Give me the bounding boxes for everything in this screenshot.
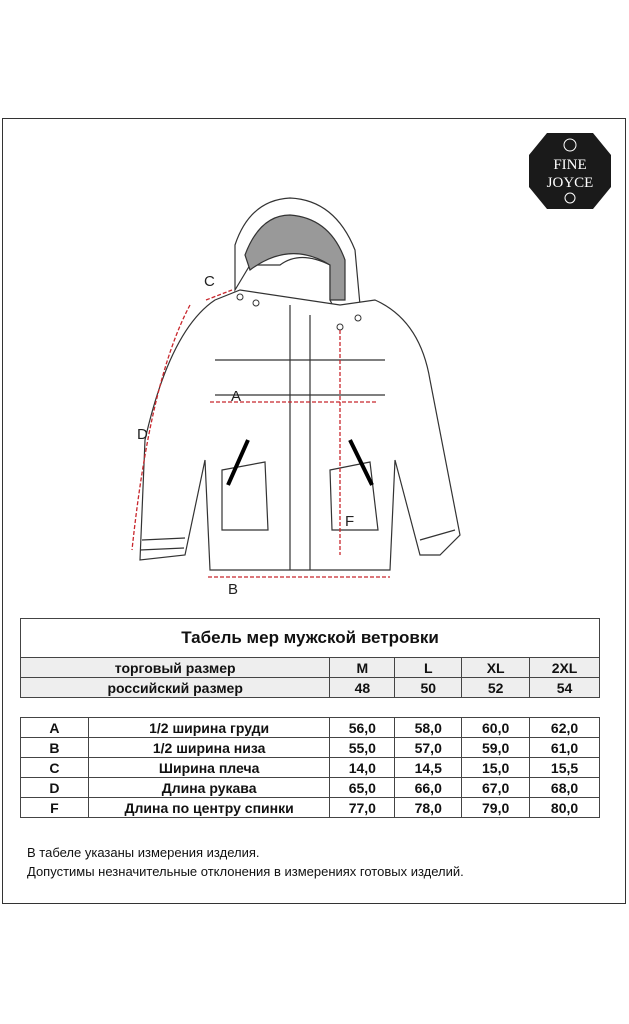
value-cell: 15,5	[529, 757, 600, 778]
value-cell: 15,0	[461, 757, 531, 778]
value-cell: 14,0	[329, 757, 396, 778]
label-b: B	[228, 581, 239, 598]
value-cell: 59,0	[461, 737, 531, 758]
svg-text:FINE: FINE	[553, 157, 586, 173]
value-cell: 66,0	[394, 777, 463, 798]
measure-name: Длина рукава	[87, 777, 331, 798]
code-cell: F	[20, 797, 89, 818]
ru-size-cell: 54	[529, 677, 600, 698]
value-cell: 68,0	[529, 777, 600, 798]
value-cell: 14,5	[394, 757, 463, 778]
svg-text:JOYCE: JOYCE	[547, 175, 594, 191]
ru-size-cell: 48	[329, 677, 396, 698]
label-f: F	[345, 513, 355, 530]
measure-name: Длина по центру спинки	[87, 797, 331, 818]
value-cell: 77,0	[329, 797, 396, 818]
code-cell: A	[20, 717, 89, 738]
ru-size-cell: 52	[461, 677, 531, 698]
value-cell: 79,0	[461, 797, 531, 818]
value-cell: 61,0	[529, 737, 600, 758]
label-a: A	[231, 388, 242, 405]
spacer-row	[20, 697, 600, 718]
value-cell: 60,0	[461, 717, 531, 738]
fine-joyce-logo: FINE JOYCE	[529, 133, 611, 209]
value-cell: 57,0	[394, 737, 463, 758]
value-cell: 80,0	[529, 797, 600, 818]
value-cell: 67,0	[461, 777, 531, 798]
value-cell: 56,0	[329, 717, 396, 738]
trade-size-label: торговый размер	[19, 657, 331, 678]
measure-name: 1/2 ширина груди	[87, 717, 331, 738]
value-cell: 62,0	[529, 717, 600, 738]
code-cell: C	[20, 757, 89, 778]
note: Допустимы незначительные отклонения в из…	[27, 864, 464, 879]
value-cell: 78,0	[394, 797, 463, 818]
value-cell: 58,0	[394, 717, 463, 738]
size-cell: L	[394, 657, 463, 678]
note: В табеле указаны измерения изделия.	[27, 845, 260, 860]
value-cell: 55,0	[329, 737, 396, 758]
label-d: D	[137, 426, 148, 443]
size-cell: XL	[461, 657, 531, 678]
notes: В табеле указаны измерения изделия. Допу…	[27, 843, 464, 881]
size-cell: M	[329, 657, 396, 678]
ru-size-label: российский размер	[19, 677, 331, 698]
table-title: Табель мер мужской ветровки	[20, 618, 600, 658]
size-table: Табель мер мужской ветровки торговый раз…	[19, 618, 600, 818]
code-cell: D	[20, 777, 89, 798]
code-cell: B	[20, 737, 89, 758]
jacket-sketch	[131, 197, 461, 578]
page-frame	[2, 118, 626, 904]
ru-size-cell: 50	[394, 677, 463, 698]
value-cell: 65,0	[329, 777, 396, 798]
measure-name: Ширина плеча	[87, 757, 331, 778]
measure-name: 1/2 ширина низа	[87, 737, 331, 758]
size-cell: 2XL	[529, 657, 600, 678]
label-c: C	[204, 273, 215, 290]
